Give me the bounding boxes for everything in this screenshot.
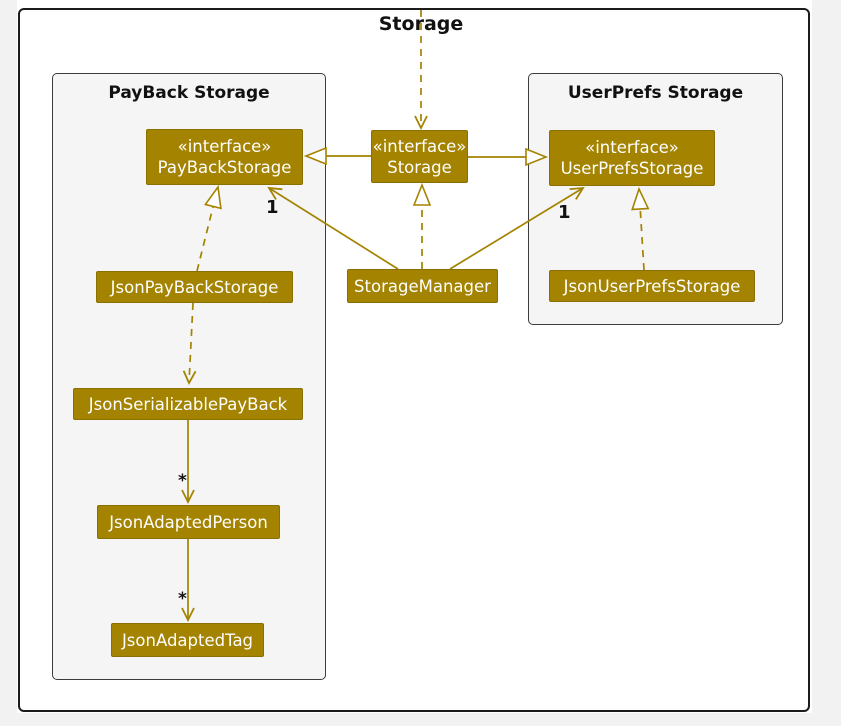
class-name-label: PayBackStorage bbox=[157, 158, 292, 177]
class-name-label: Storage bbox=[387, 157, 452, 177]
multiplicity-label-jsonadaptedtag: * bbox=[178, 589, 187, 609]
class-jsonserializablepayback: JsonSerializablePayBack bbox=[73, 388, 303, 420]
stereotype-label: «interface» bbox=[585, 138, 679, 157]
stereotype-label: «interface» bbox=[372, 136, 467, 156]
class-name-label: JsonPayBackStorage bbox=[110, 277, 279, 297]
multiplicity-label-userprefsstorage: 1 bbox=[558, 202, 571, 223]
diagram-title: Storage bbox=[378, 13, 464, 35]
class-jsonpaybackstorage: JsonPayBackStorage bbox=[96, 271, 293, 303]
class-name-label: JsonAdaptedTag bbox=[121, 630, 254, 650]
package-userprefs-storage-title: UserPrefs Storage bbox=[567, 83, 744, 103]
class-interface-storage: «interface» Storage bbox=[371, 130, 468, 183]
class-jsonadaptedperson: JsonAdaptedPerson bbox=[97, 505, 280, 539]
class-name-label: UserPrefsStorage bbox=[560, 159, 704, 178]
multiplicity-label-paybackstorage: 1 bbox=[266, 197, 279, 218]
multiplicity-label-jsonadaptedperson: * bbox=[178, 471, 187, 491]
class-name-label: StorageManager bbox=[354, 276, 491, 296]
stereotype-label: «interface» bbox=[177, 137, 272, 156]
class-jsonuserprefsstorage: JsonUserPrefsStorage bbox=[549, 270, 755, 302]
package-payback-storage-title: PayBack Storage bbox=[108, 83, 270, 103]
class-jsonadaptedtag: JsonAdaptedTag bbox=[111, 623, 264, 657]
class-interface-paybackstorage: «interface» PayBackStorage bbox=[146, 129, 303, 185]
class-name-label: JsonUserPrefsStorage bbox=[563, 276, 741, 296]
class-storagemanager: StorageManager bbox=[347, 269, 498, 303]
class-interface-userprefsstorage: «interface» UserPrefsStorage bbox=[549, 130, 715, 186]
class-name-label: JsonAdaptedPerson bbox=[109, 512, 268, 532]
class-name-label: JsonSerializablePayBack bbox=[88, 394, 288, 414]
